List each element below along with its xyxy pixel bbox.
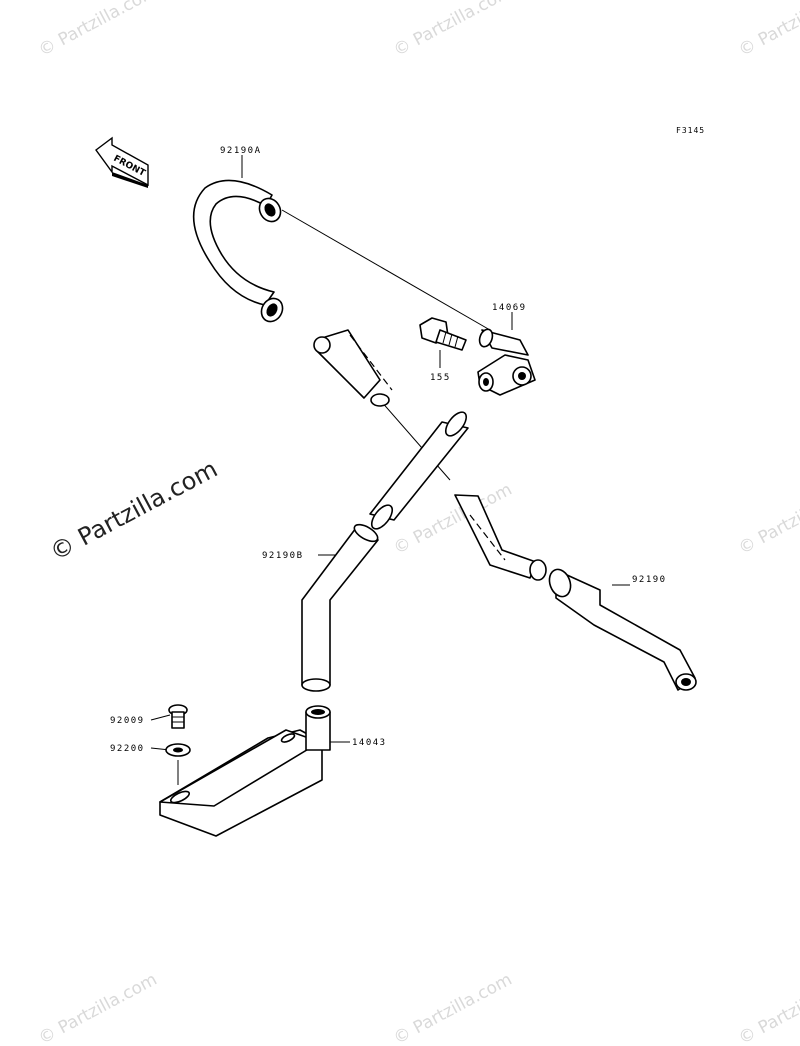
part-label-14069[interactable]: 14069	[492, 303, 527, 313]
part-label-92009[interactable]: 92009	[110, 716, 145, 726]
part-label-92200[interactable]: 92200	[110, 744, 145, 754]
hose-92190a	[192, 179, 284, 323]
front-arrow-icon: FRONT	[95, 136, 149, 188]
fitting-14069	[477, 328, 536, 396]
bracket-14043	[159, 705, 331, 837]
part-label-92190[interactable]: 92190	[632, 575, 667, 585]
part-label-155[interactable]: 155	[430, 373, 451, 383]
washer-92200	[165, 743, 191, 757]
hose-92190b	[301, 523, 379, 692]
reference-code: F3145	[676, 126, 705, 135]
hose-upper-segment	[313, 329, 393, 407]
hose-right-connector	[454, 494, 547, 581]
hose-92190	[548, 568, 697, 691]
bolt-155	[419, 317, 467, 351]
hose-center-straight	[369, 411, 469, 530]
leader-lines	[150, 155, 630, 785]
part-label-92190b[interactable]: 92190B	[262, 551, 304, 561]
part-label-14043[interactable]: 14043	[352, 738, 387, 748]
part-label-92190a[interactable]: 92190A	[220, 146, 262, 156]
screw-92009	[168, 704, 188, 729]
